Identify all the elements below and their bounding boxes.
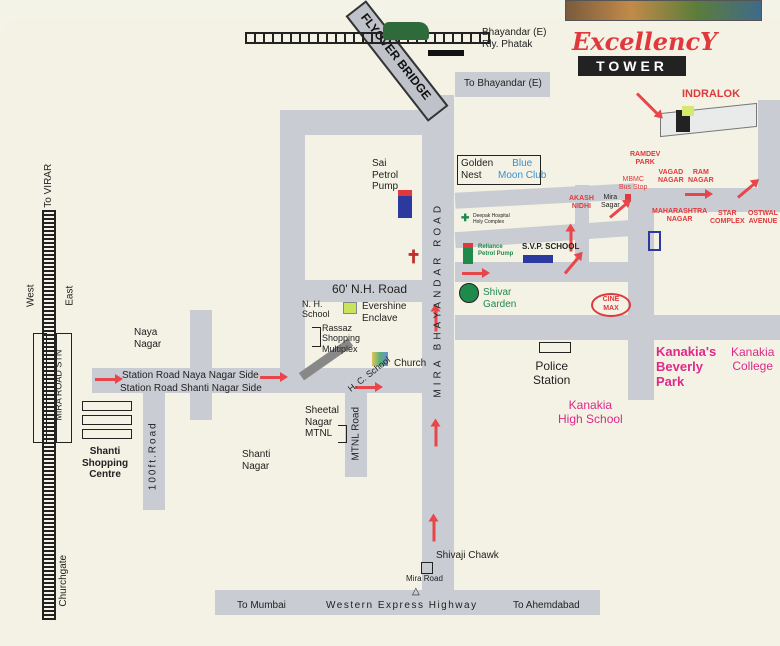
star-complex-label: STAR COMPLEX <box>710 210 745 226</box>
deepak-hospital-label: Deepak Hospital Holy Complex <box>473 213 510 225</box>
police-station-label: Police Station <box>533 359 571 387</box>
brand-subtitle-text: TOWER <box>596 58 668 74</box>
sai-petrol-label: Sai Petrol Pump <box>372 158 399 192</box>
mira-bhayandar-road <box>422 95 454 590</box>
shivar-garden-label: Shivar Garden <box>483 287 517 310</box>
railway-track-top <box>245 32 490 44</box>
to-ahemdabad-label: To Ahemdabad <box>513 600 580 611</box>
mira-road-label: Mira Road <box>406 574 443 583</box>
cross-icon: ✝ <box>406 247 422 267</box>
indralok-garden <box>682 106 694 116</box>
east-label: East <box>64 285 76 306</box>
mtnl-road-label: MTNL Road <box>350 406 362 461</box>
arrow-icon <box>432 519 436 542</box>
triangle-icon: △ <box>412 586 420 597</box>
road-east-vertical <box>628 200 654 400</box>
reliance-petrol-pump-icon <box>463 243 473 264</box>
platform-west <box>33 333 47 443</box>
west-label: West <box>25 284 37 308</box>
arrow-icon <box>260 372 288 382</box>
road-60-nh <box>300 280 425 302</box>
arrow-icon <box>355 382 383 392</box>
header-thumbnail <box>565 0 762 21</box>
shivar-garden-marker <box>459 283 479 303</box>
churchgate-label: Churchgate <box>58 554 70 607</box>
blue-moon-label: Blue Moon Club <box>498 158 547 181</box>
road-100ft <box>143 392 165 510</box>
arrow-icon <box>462 268 490 278</box>
station-road-shanti-label: Station Road Shanti Nagar Side <box>120 383 262 394</box>
arrow-icon <box>685 189 713 199</box>
phatak-label: Bhayandar (E) Rly. Phatak <box>482 27 547 50</box>
road-indralok <box>758 100 780 200</box>
cinemax-marker: CINE MAX <box>591 293 631 317</box>
reliance-label: Reliance Petrol Pump <box>478 244 514 257</box>
cinemax-label: CINE MAX <box>602 296 620 312</box>
hospital-cross-icon: ✚ <box>461 213 470 224</box>
shop-block <box>82 401 132 411</box>
road-naya-nagar <box>190 310 212 420</box>
svp-school-marker <box>523 255 553 263</box>
road-reliance <box>455 262 635 282</box>
mira-bhayandar-road-label: MIRA BHAYANDAR ROAD <box>432 201 444 398</box>
building-marker <box>648 231 661 251</box>
road-east-kanakia <box>455 315 780 340</box>
arrow-icon <box>95 374 123 384</box>
station-label: MIRA ROAD STN <box>53 349 64 421</box>
brand-title: ExcellencY <box>572 27 718 56</box>
kanakia-college-label: Kanakia College <box>731 345 775 373</box>
station-road-naya-label: Station Road Naya Nagar Side <box>122 370 259 381</box>
nh-school-label: N. H. School <box>302 299 330 320</box>
highway-label: Western Express Highway <box>326 600 478 611</box>
akash-nidhi-label: AKASH NIDHI <box>569 195 594 211</box>
platform-east <box>56 333 72 443</box>
phatak-marker <box>428 50 464 56</box>
golden-nest-box <box>457 155 541 185</box>
road-west-vertical <box>280 110 305 380</box>
sheetal-marker <box>338 425 347 443</box>
brand-subtitle: TOWER <box>578 56 686 76</box>
to-virar-label: To VIRAR <box>43 163 55 208</box>
vagad-nagar-label: VAGAD NAGAR <box>658 169 684 185</box>
mira-sagar-label: Mira Sagar <box>601 194 620 210</box>
evershine-building-icon <box>343 302 357 314</box>
sheetal-nagar-label: Sheetal Nagar MTNL <box>305 405 339 439</box>
indralok-label: INDRALOK <box>682 88 741 100</box>
shanti-nagar-label: Shanti Nagar <box>242 449 271 472</box>
ostwal-avenue-label: OSTWAL AVENUE <box>748 210 778 226</box>
shop-block <box>82 415 132 425</box>
western-express-highway <box>215 590 600 615</box>
maharashtra-nagar-label: MAHARASHTRA NAGAR <box>652 208 708 224</box>
road-to-bhayandar <box>455 72 550 97</box>
shivaji-chawk-marker <box>421 562 433 574</box>
church-icon <box>372 352 388 366</box>
shivaji-chawk-label: Shivaji Chawk <box>436 550 499 561</box>
train-icon <box>383 22 429 40</box>
kanakia-beverly-label: Kanakia's Beverly Park <box>656 344 717 389</box>
nh-road-label: 60' N.H. Road <box>332 282 407 296</box>
to-mumbai-label: To Mumbai <box>237 600 286 611</box>
mbmc-label: MBMC Bus Stop <box>619 176 648 192</box>
ramdev-park-label: RAMDEV PARK <box>630 151 661 167</box>
rassaz-marker <box>312 327 321 347</box>
road-mtnl <box>345 392 367 477</box>
rassaz-label: Rassaz Shopping Multiplex <box>322 323 361 354</box>
shop-block <box>82 429 132 439</box>
arrow-icon <box>434 424 438 447</box>
evershine-label: Evershine Enclave <box>362 301 407 324</box>
svp-school-label: S.V.P. SCHOOL <box>522 242 580 251</box>
sai-petrol-pump-icon <box>398 190 412 218</box>
hundred-ft-road-label: 100ft.Road <box>147 421 159 491</box>
to-bhayandar-label: To Bhayandar (E) <box>464 78 542 89</box>
police-station-marker <box>539 342 571 353</box>
shanti-centre-label: Shanti Shopping Centre <box>82 446 129 480</box>
railway-track <box>42 210 56 620</box>
golden-nest-label: Golden Nest <box>461 158 494 181</box>
kanakia-high-label: Kanakia High School <box>558 398 623 426</box>
naya-nagar-label: Naya Nagar <box>134 327 162 350</box>
church-label: Church <box>394 358 427 369</box>
ram-nagar-label: RAM NAGAR <box>688 169 714 185</box>
